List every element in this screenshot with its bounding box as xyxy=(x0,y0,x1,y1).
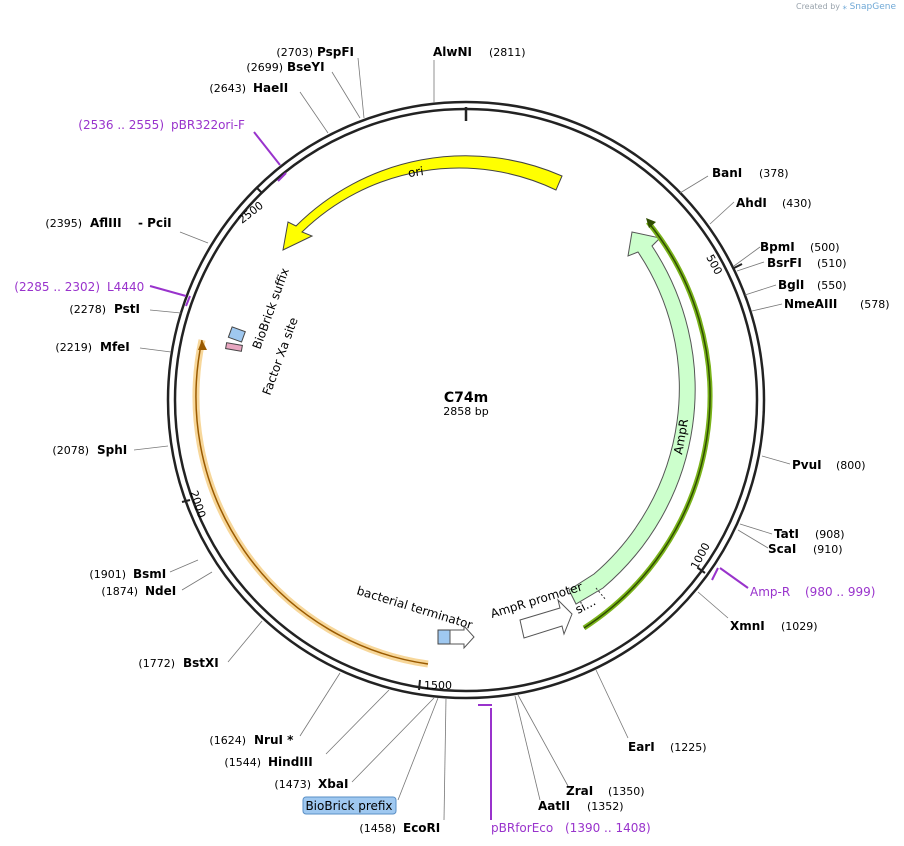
ori-label: ori xyxy=(407,164,424,180)
site-scai-name[interactable]: ScaI xyxy=(768,542,796,556)
primer-pbr322ori-range: (2536 .. 2555) xyxy=(78,118,164,132)
site-haeii-name[interactable]: HaeII xyxy=(253,81,288,95)
site-bani-pos: (378) xyxy=(759,167,789,180)
site-labels: AlwNI (2811) (2703) PspFI (2699) BseYI (… xyxy=(45,45,889,835)
tick-marks xyxy=(181,186,743,691)
site-nrui-pos: (1624) xyxy=(209,734,246,747)
site-bsmi-pos: (1901) xyxy=(89,568,126,581)
biobrick-prefix-label: BioBrick prefix xyxy=(305,799,392,813)
site-ecori-pos: (1458) xyxy=(359,822,396,835)
site-bgli-name[interactable]: BglI xyxy=(778,278,804,292)
primer-l4440-name[interactable]: L4440 xyxy=(107,280,144,294)
tick-1500: 1500 xyxy=(424,679,452,692)
primer-ampr-name[interactable]: Amp-R xyxy=(750,585,790,599)
plasmid-size: 2858 bp xyxy=(443,405,488,418)
site-scai-pos: (910) xyxy=(813,543,843,556)
site-sphi-name[interactable]: SphI xyxy=(97,443,127,457)
tick-500: 500 xyxy=(703,252,724,277)
site-xmni-name[interactable]: XmnI xyxy=(730,619,765,633)
site-ecori-name[interactable]: EcoRI xyxy=(403,821,440,835)
site-xmni-pos: (1029) xyxy=(781,620,818,633)
biobrick-prefix-box[interactable] xyxy=(437,629,451,645)
leader-lines xyxy=(133,57,791,821)
site-bstxi-pos: (1772) xyxy=(138,657,175,670)
site-eari-name[interactable]: EarI xyxy=(628,740,655,754)
site-bpmi-pos: (500) xyxy=(810,241,840,254)
site-zrai-name[interactable]: ZraI xyxy=(566,784,593,798)
site-zrai-pos: (1350) xyxy=(608,785,645,798)
site-bgli-pos: (550) xyxy=(817,279,847,292)
site-bstxi-name[interactable]: BstXI xyxy=(183,656,219,670)
site-bseyi-pos: (2699) xyxy=(246,61,283,74)
site-aatii-pos: (1352) xyxy=(587,800,624,813)
primer-l4440-range: (2285 .. 2302) xyxy=(14,280,100,294)
site-bseyi-name[interactable]: BseYI xyxy=(287,60,325,74)
site-bsmi-name[interactable]: BsmI xyxy=(133,567,166,581)
ampr-feature[interactable] xyxy=(568,231,696,605)
backbone-outer xyxy=(166,100,766,700)
site-mfei-pos: (2219) xyxy=(55,341,92,354)
site-hindiii-name[interactable]: HindIII xyxy=(268,755,313,769)
biobrick-suffix-box[interactable] xyxy=(227,326,246,343)
biobrick-prefix-badge[interactable] xyxy=(302,796,397,815)
site-tati-pos: (908) xyxy=(815,528,845,541)
site-aatii-name[interactable]: AatII xyxy=(538,799,570,813)
terminator-feature-core xyxy=(195,339,429,665)
primer-pbrforeco-range: (1390 .. 1408) xyxy=(565,821,651,835)
primer-labels: (2536 .. 2555) pBR322ori-F (2285 .. 2302… xyxy=(14,118,875,835)
site-psti-pos: (2278) xyxy=(69,303,106,316)
primer-ampr-range: (980 .. 999) xyxy=(805,585,875,599)
terminator-arrow-icon xyxy=(198,340,207,350)
terminator-feature-band[interactable] xyxy=(192,339,429,668)
site-alwni-pos: (2811) xyxy=(489,46,526,59)
site-xbai-name[interactable]: XbaI xyxy=(318,777,348,791)
site-pcii-name[interactable]: - PciI xyxy=(138,216,172,230)
site-sphi-pos: (2078) xyxy=(52,444,89,457)
site-nrui-name[interactable]: NruI * xyxy=(254,733,294,747)
ampr-label: AmpR xyxy=(671,418,691,456)
site-nmeaiii-name[interactable]: NmeAIII xyxy=(784,297,837,311)
site-ndei-name[interactable]: NdeI xyxy=(145,584,176,598)
site-xbai-pos: (1473) xyxy=(274,778,311,791)
ampr-strand-arrow-icon xyxy=(646,218,656,228)
site-alwni-name[interactable]: AlwNI xyxy=(433,45,472,59)
site-afliii-pos: (2395) xyxy=(45,217,82,230)
terminator-white-arrow xyxy=(449,624,475,650)
site-bsrfi-name[interactable]: BsrFI xyxy=(767,256,802,270)
signal-divider xyxy=(595,587,607,601)
ori-feature[interactable] xyxy=(282,155,563,251)
site-hindiii-pos: (1544) xyxy=(224,756,261,769)
ampr-strand-core xyxy=(583,221,711,629)
tick-1000: 1000 xyxy=(688,541,713,572)
site-ndei-pos: (1874) xyxy=(101,585,138,598)
plasmid-name: C74m xyxy=(444,390,488,406)
site-bpmi-name[interactable]: BpmI xyxy=(760,240,795,254)
site-bani-name[interactable]: BanI xyxy=(712,166,742,180)
ampr-promoter-feature[interactable] xyxy=(519,598,573,639)
factor-xa-box[interactable] xyxy=(225,342,243,352)
site-ahdi-pos: (430) xyxy=(782,197,812,210)
credit-prefix: Created by xyxy=(795,2,840,11)
site-pvui-name[interactable]: PvuI xyxy=(792,458,822,472)
site-pvui-pos: (800) xyxy=(836,459,866,472)
credit-brand: SnapGene xyxy=(849,2,896,12)
primer-pbr322ori-name[interactable]: pBR322ori-F xyxy=(171,118,245,132)
site-haeii-pos: (2643) xyxy=(209,82,246,95)
site-ahdi-name[interactable]: AhdI xyxy=(736,196,767,210)
site-eari-pos: (1225) xyxy=(670,741,707,754)
primer-marks xyxy=(149,131,749,820)
primer-pbrforeco-name[interactable]: pBRforEco xyxy=(491,821,553,835)
site-afliii-name[interactable]: AflIII xyxy=(90,216,122,230)
snapgene-logo-icon: ⁎ xyxy=(842,2,848,12)
terminator-label: bacterial terminator xyxy=(355,583,474,632)
site-pspfi-pos: (2703) xyxy=(276,46,313,59)
site-pspfi-name[interactable]: PspFI xyxy=(317,45,354,59)
site-nmeaiii-pos: (578) xyxy=(860,298,890,311)
site-bsrfi-pos: (510) xyxy=(817,257,847,270)
site-mfei-name[interactable]: MfeI xyxy=(100,340,130,354)
snapgene-credit: Created by ⁎ SnapGene xyxy=(796,2,896,12)
site-tati-name[interactable]: TatI xyxy=(774,527,799,541)
site-psti-name[interactable]: PstI xyxy=(114,302,140,316)
